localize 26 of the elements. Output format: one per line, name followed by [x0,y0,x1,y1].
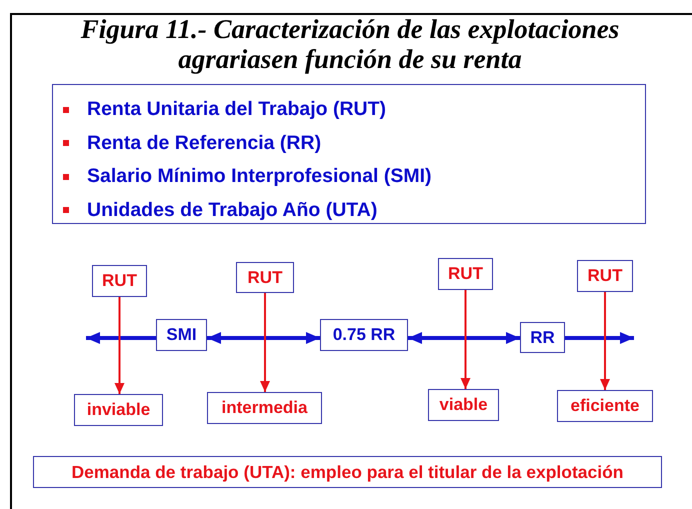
label-box: viable [428,389,499,421]
arrow [460,290,470,389]
arrow [86,332,156,344]
arrow [114,297,124,394]
arrow [565,332,634,344]
label-box: eficiente [557,390,653,422]
threshold-box: 0.75 RR [320,319,408,351]
label-box: intermedia [207,392,322,424]
term-text: Renta de Referencia (RR) [87,132,322,155]
figure-title: Figura 11.- Caracterización de las explotaciones agrariasen función de su renta [80,14,620,74]
term-text: Salario Mínimo Interprofesional (SMI) [87,165,432,188]
label-box: RUT [438,258,493,290]
label-box: RUT [577,260,633,292]
arrow [207,332,320,344]
label-box: inviable [74,394,163,426]
term-text: Unidades de Trabajo Año (UTA) [87,198,378,222]
threshold-box: RR [520,322,565,353]
label-box: RUT [236,262,294,293]
arrow [600,292,610,390]
term-text: Renta Unitaria del Trabajo (RUT) [87,98,386,122]
arrow [408,332,520,344]
threshold-box: SMI [156,319,207,351]
label-box: RUT [92,265,147,297]
term-list-box [52,84,646,224]
label-box: Demanda de trabajo (UTA): empleo para el titular de la explotación [33,456,662,488]
arrow [260,293,270,392]
